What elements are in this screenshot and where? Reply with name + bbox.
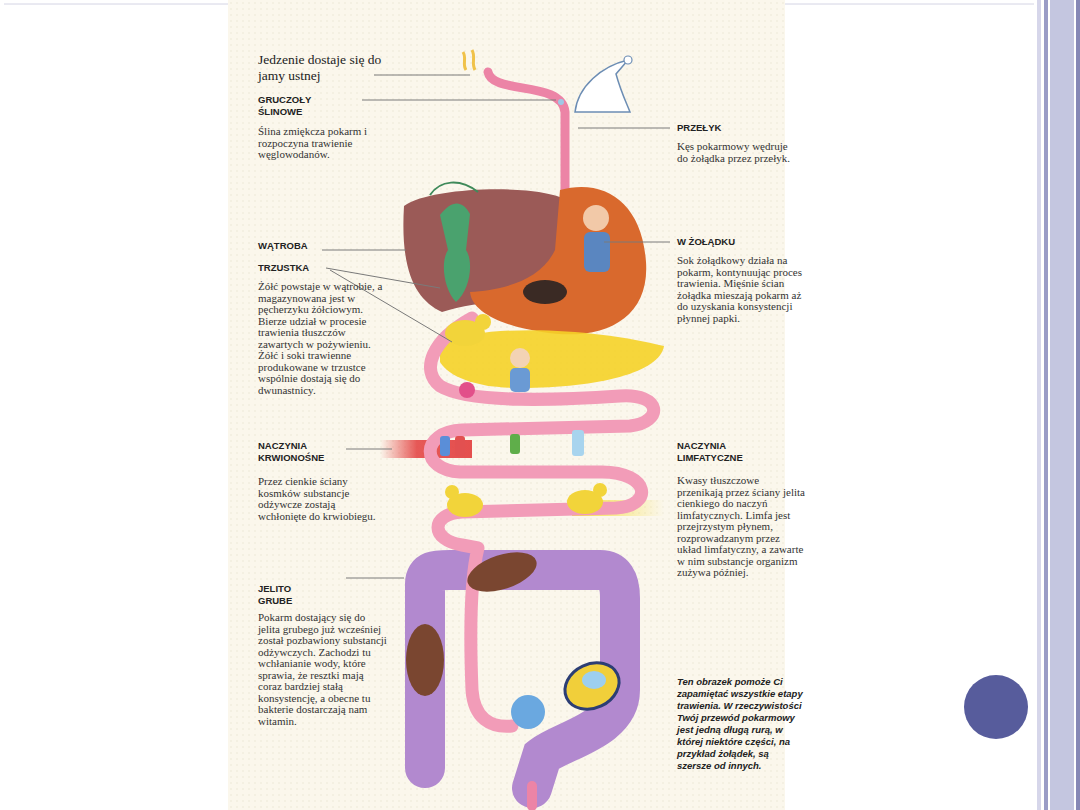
callout-heading: NACZYNIA LIMFATYCZNE <box>677 440 767 463</box>
bile-duct <box>430 183 478 195</box>
callout-heading: WĄTROBA <box>258 240 358 252</box>
callout-text: Żółć powstaje w wątrobie, a magazynowana… <box>258 281 386 396</box>
leader-line <box>374 75 470 76</box>
gallbladder <box>440 204 470 302</box>
villus-figure <box>455 436 465 456</box>
villus-figure <box>440 436 450 456</box>
saliva-drop <box>558 99 564 105</box>
cross-section <box>582 671 606 689</box>
villus-figure <box>572 430 584 456</box>
leader-line <box>604 242 670 243</box>
boy-figure <box>510 348 530 368</box>
salivary-icon <box>575 60 630 112</box>
slide-stripe <box>1050 0 1074 810</box>
small-figure <box>459 382 475 398</box>
leader-line <box>346 449 392 450</box>
slide-bullet <box>964 675 1028 739</box>
mouth-mark <box>472 50 475 70</box>
leader-line <box>578 128 670 129</box>
slide-stripe <box>1044 0 1048 810</box>
note-text: Ten obrazek pomoże Ci zapamiętać wszystk… <box>677 676 803 772</box>
callout-text: Kęs pokarmowy wędruje do żołądka przez p… <box>677 141 795 164</box>
duck-figure <box>445 485 459 499</box>
large-intestine <box>425 570 620 788</box>
callout-heading: NACZYNIA KRWIONOŚNE <box>258 440 338 463</box>
intro-text: Jedzenie dostaje się do jamy ustnej <box>258 52 398 84</box>
salivary-icon <box>624 56 632 64</box>
stomach-figure <box>584 232 610 272</box>
callout-heading: PRZEŁYK <box>677 122 787 134</box>
cross-section <box>557 654 626 718</box>
leader-line <box>322 250 406 251</box>
callout-heading: W ŻOŁĄDKU <box>677 236 787 248</box>
leader-line <box>346 578 404 579</box>
duck-figure <box>593 483 607 497</box>
stomach-figure <box>583 205 609 231</box>
duck-figure <box>475 314 491 330</box>
stomach <box>470 187 646 334</box>
callout-text: Kwasy tłuszczowe przenikają przez ściany… <box>677 475 805 579</box>
callout-text: Pokarm dostający się do jelita grubego j… <box>258 612 388 727</box>
bacterium-figure <box>406 624 444 696</box>
callout-heading: TRZUSTKA <box>258 262 358 274</box>
slide-stripe <box>1076 0 1080 810</box>
callout-heading: JELITO GRUBE <box>258 583 320 606</box>
callout-text: Sok żołądkowy działa na pokarm, kontynuu… <box>677 255 803 324</box>
esophagus <box>488 72 565 198</box>
bacterium-figure <box>463 545 542 600</box>
food-figure <box>523 280 567 304</box>
small-intestine <box>430 318 653 726</box>
callout-text: Ślina zmiękcza pokarm i rozpoczyna trawi… <box>258 126 372 161</box>
leader-line <box>362 100 556 101</box>
boy-figure <box>510 368 530 392</box>
villus-figure <box>510 434 520 454</box>
callout-text: Przez cienkie ściany kosmków substancje … <box>258 476 386 522</box>
slide-stripe <box>1037 0 1041 810</box>
callout-heading: GRUCZOŁY ŚLINOWE <box>258 94 330 117</box>
rectum <box>527 786 537 806</box>
mouth-mark <box>463 52 466 70</box>
bacterium-figure <box>511 695 545 729</box>
